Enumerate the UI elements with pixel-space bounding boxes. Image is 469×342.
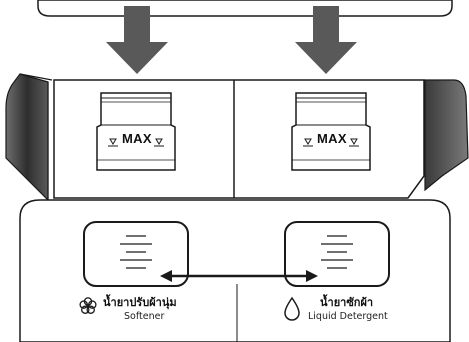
siphon-cap-left bbox=[96, 92, 176, 171]
softener-label-thai: น้ำยาปรับผ้านุ่ม bbox=[103, 296, 177, 309]
top-panel bbox=[37, 0, 453, 17]
level-window-right bbox=[284, 221, 390, 287]
max-label-left: MAX bbox=[122, 131, 152, 146]
max-label-right: MAX bbox=[317, 131, 347, 146]
arrow-down-right-icon bbox=[295, 6, 357, 74]
drop-icon bbox=[284, 296, 300, 321]
flower-icon bbox=[79, 297, 97, 314]
siphon-cap-right bbox=[291, 92, 371, 171]
left-side-panel bbox=[5, 73, 53, 202]
detergent-label-en: Liquid Detergent bbox=[308, 311, 388, 322]
arrow-down-left-icon bbox=[106, 6, 168, 74]
level-window-left bbox=[83, 221, 189, 287]
softener-label-en: Softener bbox=[124, 311, 165, 322]
double-arrow-indicator bbox=[160, 270, 318, 282]
detergent-label-thai: น้ำยาซักผ้า bbox=[320, 296, 374, 309]
right-side-panel bbox=[424, 79, 469, 192]
